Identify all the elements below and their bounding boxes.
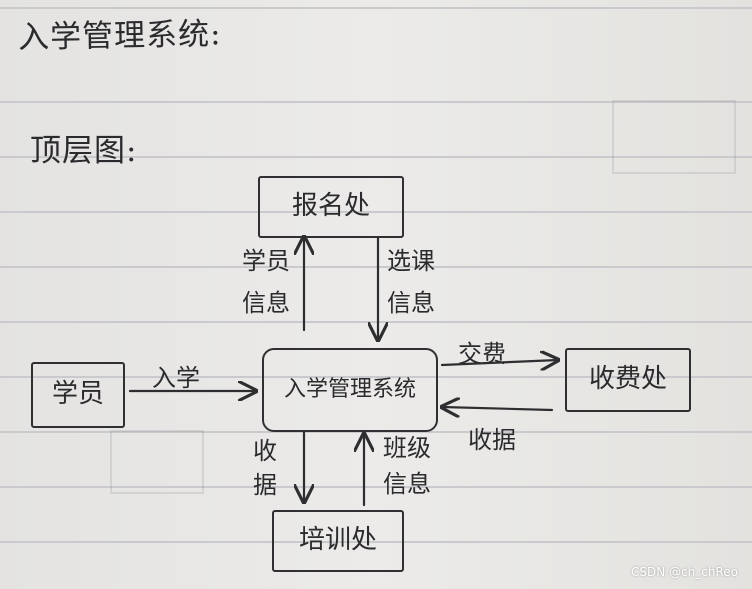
class-info-label: 班级信息: [383, 434, 431, 498]
student-info-label-box: 学员信息: [238, 240, 294, 324]
fee-office-node: 收费处: [565, 348, 691, 412]
training-receipt-label-box: 收据: [250, 434, 284, 502]
diagram-subtitle: 顶层图:: [30, 133, 138, 169]
registration-office-label: 报名处: [291, 191, 370, 222]
bleed-through-box: [612, 100, 736, 174]
enroll-label: 入学: [152, 364, 200, 392]
fee-receipt-arrow: [442, 407, 554, 410]
student-node: 学员: [31, 362, 125, 428]
bleed-through-box: [110, 430, 204, 494]
pay-arrow: [440, 360, 558, 365]
course-info-label: 选课信息: [387, 247, 435, 317]
pay-label: 交费: [458, 340, 506, 368]
student-info-label: 学员信息: [242, 247, 290, 317]
training-receipt-label: 收据: [253, 437, 277, 499]
training-office-node: 培训处: [272, 510, 404, 572]
course-info-label-box: 选课信息: [382, 240, 440, 324]
enrollment-system-node: 入学管理系统: [262, 348, 438, 432]
enrollment-system-label: 入学管理系统: [283, 376, 416, 402]
student-label: 学员: [51, 379, 104, 410]
fee-receipt-label: 收据: [468, 426, 516, 454]
registration-office-node: 报名处: [258, 176, 404, 238]
training-office-label: 培训处: [298, 525, 377, 556]
class-info-label-box: 班级信息: [378, 430, 436, 502]
csdn-watermark: CSDN @ch_chReo: [631, 565, 738, 579]
fee-office-label: 收费处: [588, 364, 667, 395]
